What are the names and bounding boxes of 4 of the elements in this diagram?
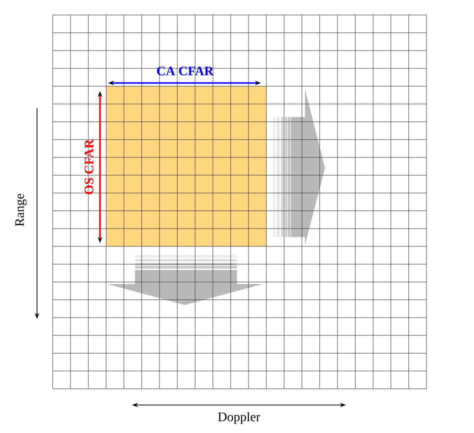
window-label: CA CFAR — [157, 66, 214, 76]
window-label: OS CFAR — [84, 139, 94, 194]
axis-label: Range — [15, 194, 27, 226]
axis-label: Doppler — [218, 412, 260, 424]
